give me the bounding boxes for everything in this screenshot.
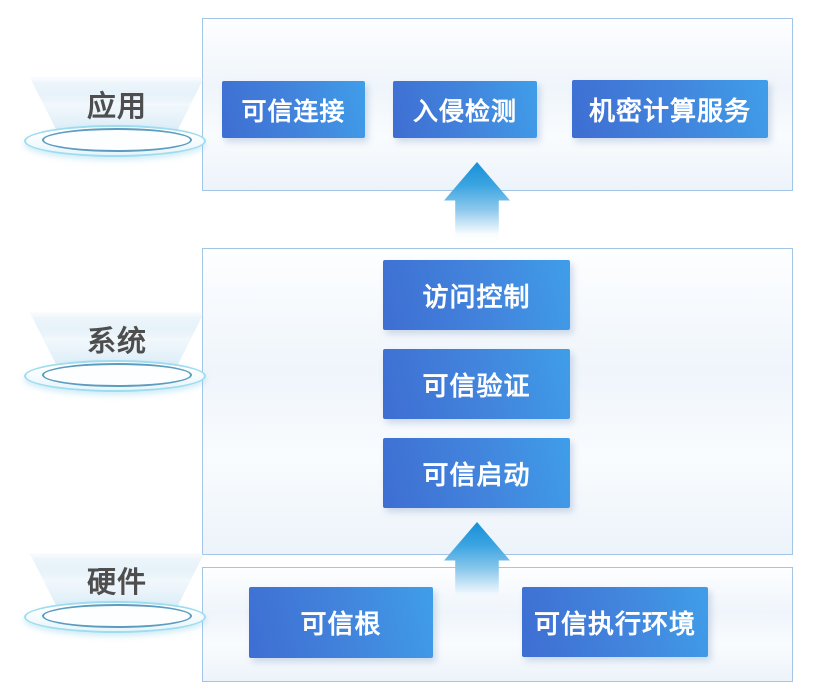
layer-pedestal-hardware: 硬件 [22,553,212,655]
node-intrusion-detection: 入侵检测 [393,81,537,138]
pedestal-disc-inner [42,128,192,152]
node-root-of-trust: 可信根 [249,587,433,658]
node-trusted-boot: 可信启动 [383,438,570,508]
node-trusted-execution-environment: 可信执行环境 [522,587,708,657]
node-trusted-verification: 可信验证 [383,349,570,419]
layer-label-application: 应用 [86,91,147,123]
layer-label-system: 系统 [86,326,147,358]
layer-pedestal-application: 应用 [22,77,212,179]
layer-label-hardware: 硬件 [86,567,147,599]
layer-pedestal-system: 系统 [22,312,212,414]
node-confidential-computing-service: 机密计算服务 [572,80,768,138]
node-access-control: 访问控制 [383,260,570,330]
pedestal-disc-inner [42,363,192,387]
pedestal-disc-inner [42,604,192,628]
node-trusted-connection: 可信连接 [222,81,365,138]
